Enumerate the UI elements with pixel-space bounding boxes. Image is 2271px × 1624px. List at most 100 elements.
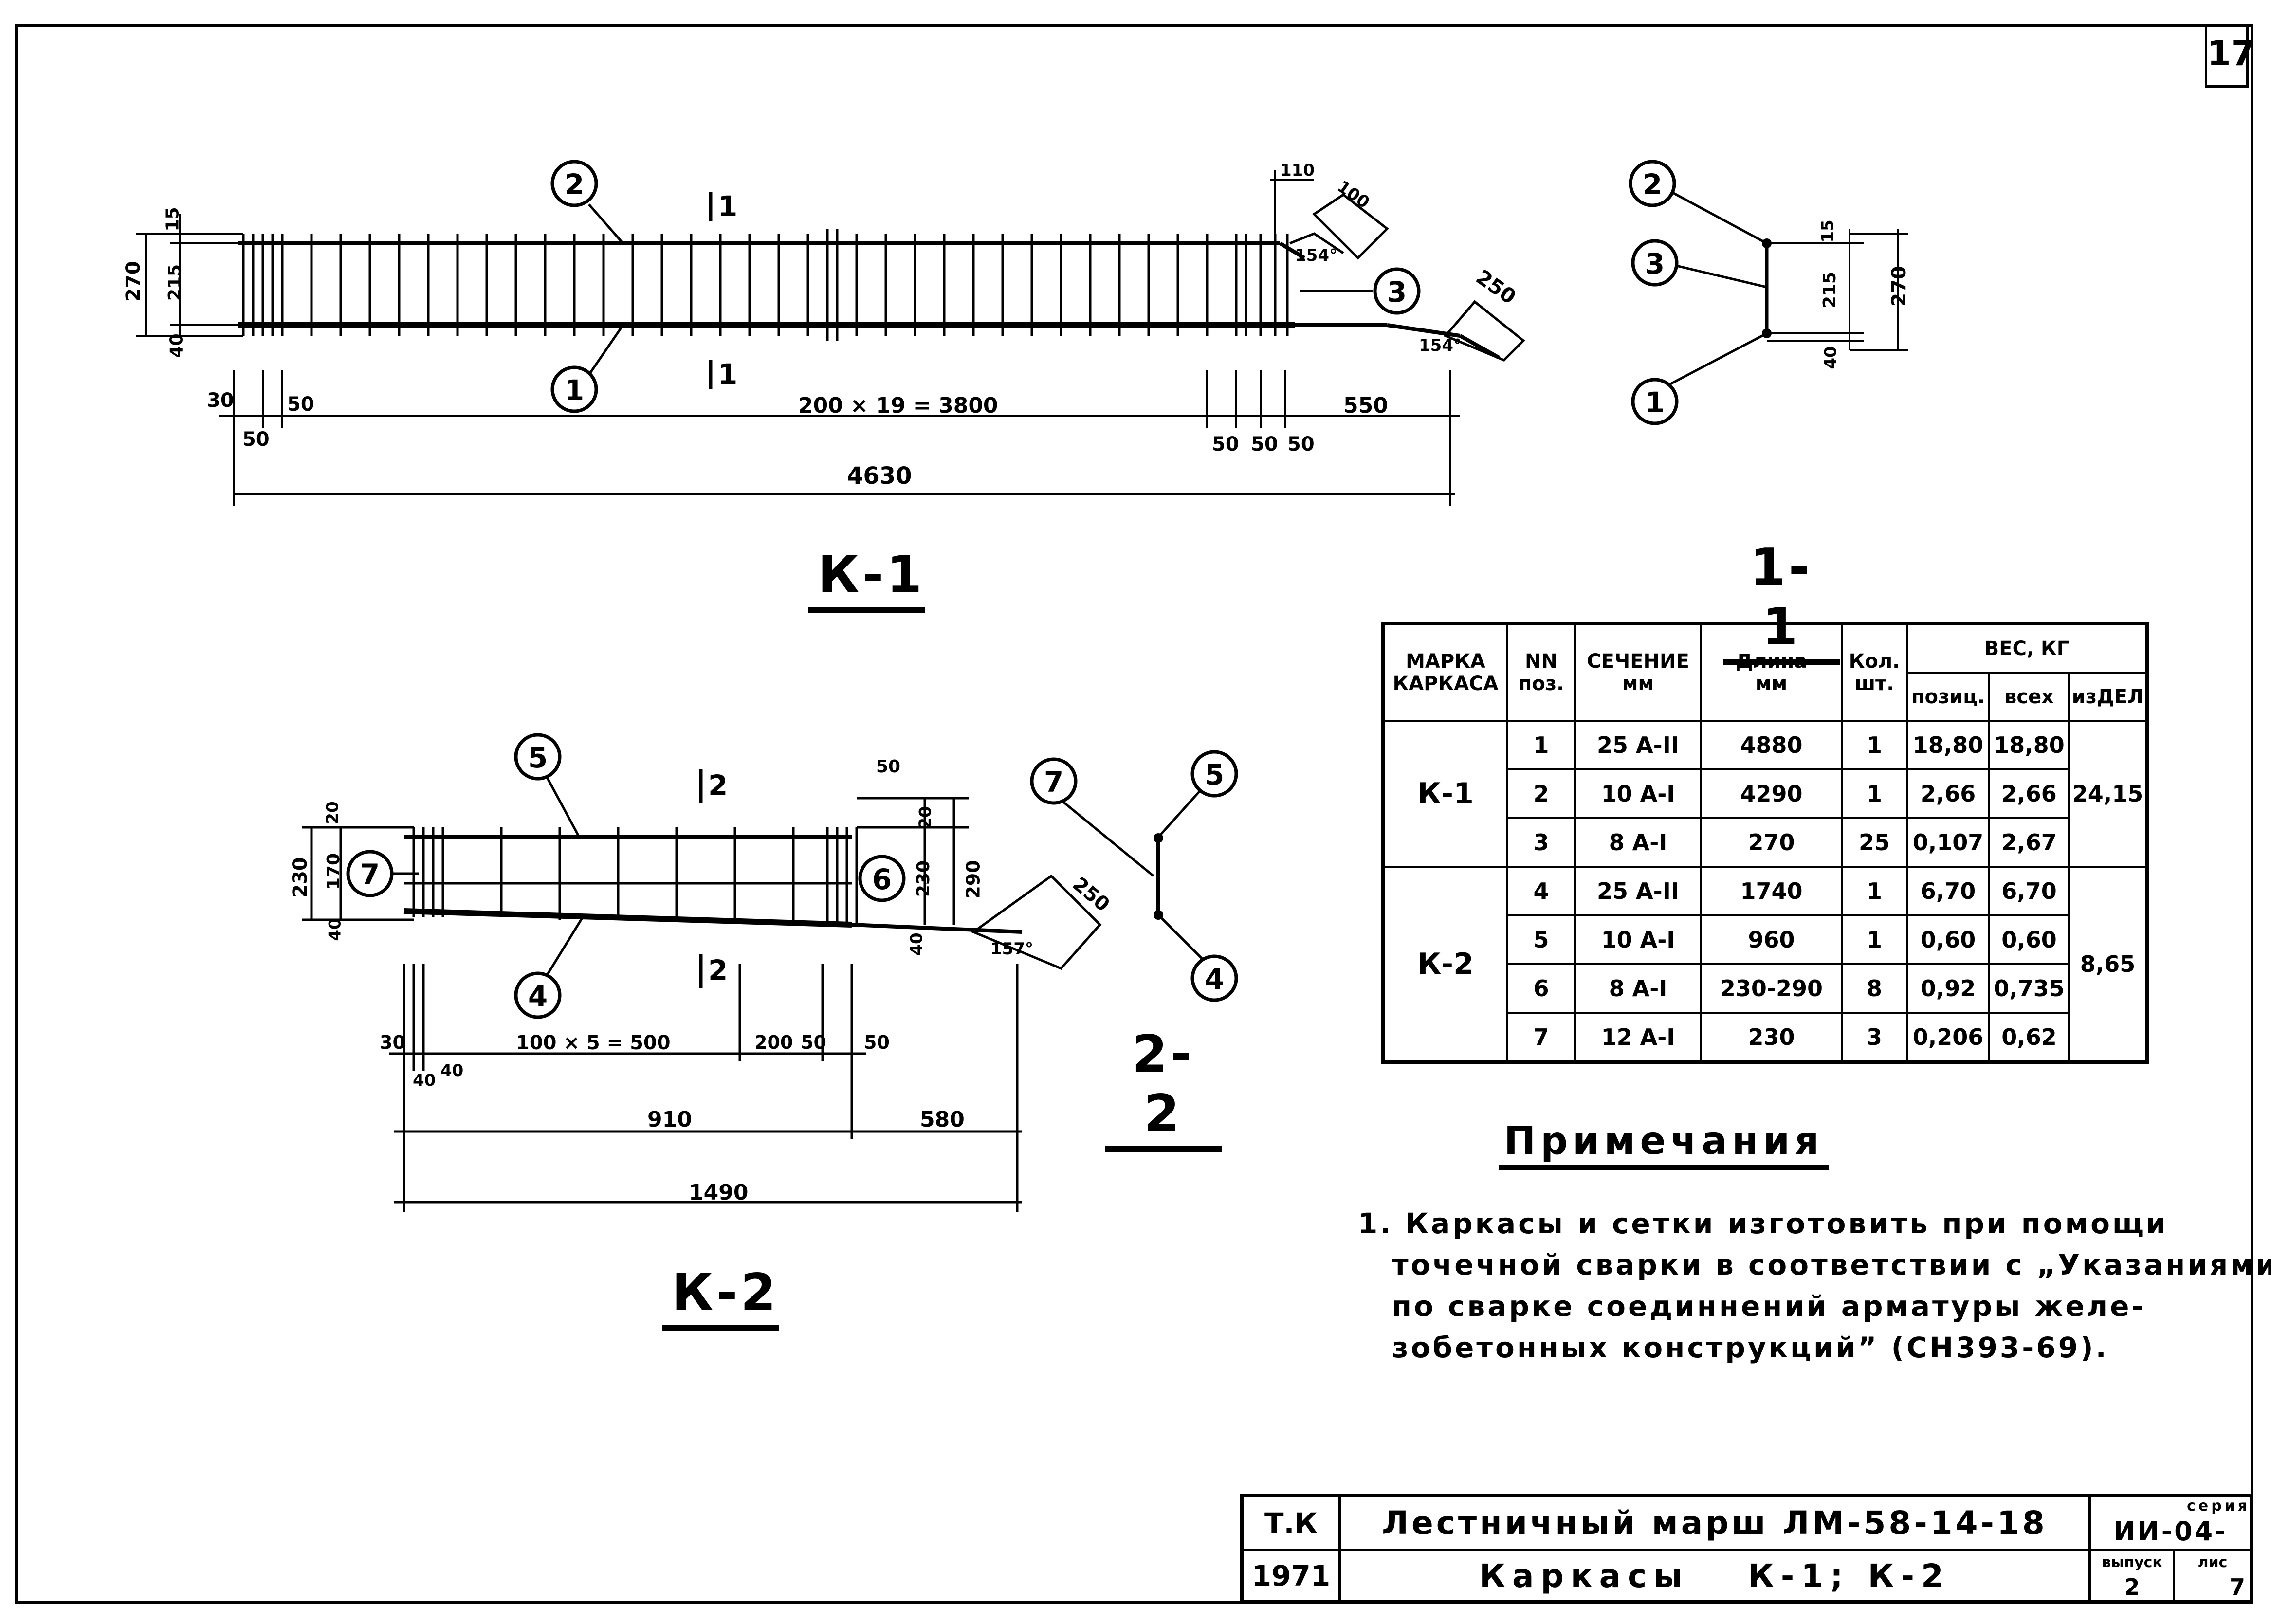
tb-subtitle: Каркасы К-1; К-2	[1341, 1551, 2088, 1600]
k2-dim-910: 910	[647, 1107, 692, 1132]
cell: 0,60	[1988, 914, 2070, 965]
cell: 12 А-I	[1574, 1012, 1702, 1063]
k1-section-mark-bottom: 1	[718, 358, 738, 391]
k1-dim-total: 4630	[847, 462, 912, 490]
k2-dim-50b: 50	[801, 1032, 826, 1053]
cell-mark-k2: К-2	[1382, 866, 1508, 1063]
k1-dim-30: 30	[207, 389, 234, 412]
k2-dim-580: 580	[920, 1107, 965, 1132]
cell: 270	[1700, 817, 1843, 868]
table-row: 7 12 А-I 230 3 0,206 0,62	[1383, 1012, 2147, 1063]
tb-org: Т.К	[1264, 1506, 1318, 1540]
k1-angle-1: 154°	[1295, 246, 1337, 265]
k1-marker-1: 1	[564, 374, 585, 407]
k1-marker-2-circle	[550, 160, 598, 207]
cell: 5	[1506, 914, 1576, 965]
k1-title-text: К-1	[818, 545, 925, 604]
cell: 2,67	[1988, 817, 2070, 868]
title-block: Т.К 1971 Лестничный марш ЛМ-58-14-18 Кар…	[1240, 1494, 2253, 1604]
cell: 25 А-II	[1574, 866, 1702, 916]
tb-series-value: ИИ-04-	[2113, 1516, 2228, 1547]
table-row: 3 8 А-I 270 25 0,107 2,67	[1383, 817, 2147, 868]
cell: 1	[1841, 866, 1908, 916]
k2-dim-40d: 40	[440, 1061, 464, 1080]
cell: 1	[1506, 720, 1576, 770]
k2-bar-pos4	[403, 908, 852, 928]
k2-marker-4: 4	[528, 980, 548, 1013]
k1-dim-50a: 50	[287, 393, 314, 416]
tb-sheet-label: лис	[2198, 1554, 2228, 1571]
sec22-marker-7: 7	[1044, 766, 1064, 799]
section-2-2-drawing	[1030, 750, 1238, 1002]
cell: 8 А-I	[1574, 817, 1702, 868]
cell: 3	[1841, 1012, 1908, 1063]
k1-angle-2: 154°	[1419, 336, 1462, 355]
tb-subtitle-marks: К-1; К-2	[1747, 1557, 1950, 1595]
cell-mark-k1: К-1	[1382, 720, 1508, 868]
k2-dim-40c: 40	[413, 1071, 436, 1090]
k2-section-mark-bottom: 2	[708, 954, 728, 987]
k2-dim-50c: 50	[864, 1032, 890, 1053]
k2-angle: 157°	[990, 939, 1033, 959]
k1-dim-spacing: 200 × 19 = 3800	[798, 393, 998, 418]
k2-drawing	[302, 733, 1102, 1212]
tb-sheet-value: 7	[2229, 1573, 2245, 1600]
sec11-marker-1: 1	[1645, 386, 1665, 419]
cell: 6,70	[1988, 866, 2070, 916]
sec11-dim-15: 15	[1818, 219, 1838, 243]
cell: 960	[1700, 914, 1843, 965]
k1-marker-1-circle	[550, 365, 598, 413]
cell: 8 А-I	[1574, 963, 1702, 1014]
cell: 25	[1841, 817, 1908, 868]
sec22-title-text: 2-2	[1132, 1024, 1195, 1143]
k2-dim-30: 30	[380, 1032, 405, 1053]
note-line-2: точечной сварки в соответствии с „Указан…	[1392, 1248, 2271, 1281]
hdr-qty: Кол.шт.	[1841, 622, 1908, 722]
tb-series-label: серия	[2187, 1497, 2250, 1515]
k2-marker-7: 7	[360, 858, 380, 891]
k1-dim-50e: 50	[1287, 433, 1315, 456]
k1-title: К-1	[808, 545, 925, 613]
k1-dim-50b: 50	[242, 428, 270, 451]
cell: 2	[1506, 768, 1576, 819]
table-row: К-1 1 25 А-II 4880 1 18,80 18,80 24,15	[1382, 720, 2148, 868]
table-row: 6 8 А-I 230-290 8 0,92 0,735	[1383, 963, 2147, 1014]
corner-sheet-number: 17	[2205, 24, 2254, 88]
sheet-frame	[15, 24, 2253, 1604]
k1-marker-2: 2	[564, 168, 585, 201]
k2-title-text: К-2	[672, 1263, 779, 1322]
k1-dim-110: 110	[1280, 161, 1315, 180]
cell: 25 А-II	[1574, 720, 1702, 770]
cell: 0,92	[1906, 963, 1990, 1014]
notes-title: Примечания	[1499, 1119, 1829, 1170]
k2-marker-6: 6	[872, 863, 892, 896]
sec11-marker-3: 3	[1645, 247, 1665, 280]
k2-dim-spacing: 100 × 5 = 500	[516, 1032, 671, 1054]
sec22-marker-4: 4	[1204, 963, 1225, 996]
k1-stirrups	[242, 234, 1289, 336]
sec11-marker-2: 2	[1642, 168, 1663, 201]
k1-marker-3: 3	[1387, 275, 1407, 309]
tb-subtitle-word: Каркасы	[1479, 1557, 1689, 1595]
cell: 1	[1841, 768, 1908, 819]
k1-dim-50c: 50	[1212, 433, 1239, 456]
k1-drawing	[136, 160, 1525, 506]
k1-marker-3-circle	[1373, 267, 1421, 315]
cell: 1	[1841, 914, 1908, 965]
cell: 1	[1841, 720, 1908, 770]
note-line-3: по сварке соединнений арматуры желе-	[1392, 1290, 2146, 1323]
cell: 3	[1506, 817, 1576, 868]
k2-title: К-2	[662, 1263, 779, 1331]
tb-year: 1971	[1251, 1559, 1331, 1592]
cell: 230-290	[1700, 963, 1843, 1014]
cell: 0,60	[1906, 914, 1990, 965]
cell: 0,107	[1906, 817, 1990, 868]
tb-title: Лестничный марш ЛМ-58-14-18	[1382, 1504, 2048, 1542]
k2-dim-50a: 50	[876, 757, 901, 777]
cell: 10 А-I	[1574, 768, 1702, 819]
k2-stirrups	[412, 827, 858, 925]
